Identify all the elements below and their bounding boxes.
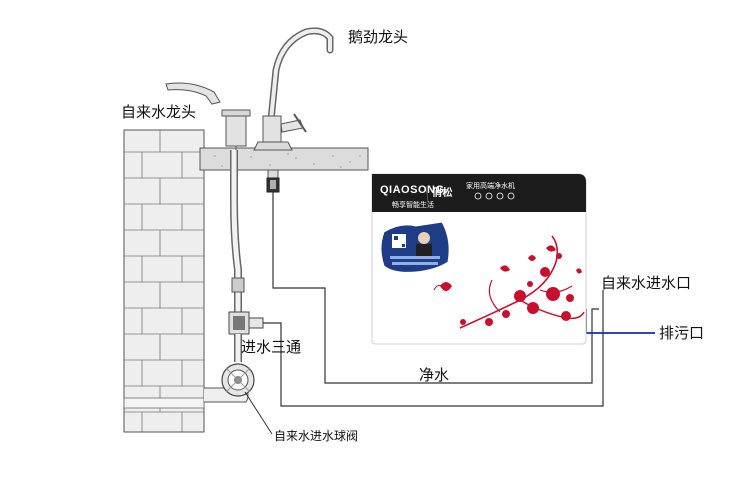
label-tap-water-faucet: 自来水龙头 <box>121 103 197 121</box>
tap-inlet-tube <box>263 290 604 407</box>
brand-name-cn: 俏松 <box>432 188 453 199</box>
quality-badge <box>380 221 450 273</box>
label-inlet-ball-valve: 自来水进水球阀 <box>274 429 359 443</box>
label-drain-outlet: 排污口 <box>659 324 705 342</box>
floral-decoration <box>433 235 585 329</box>
label-tap-water-inlet: 自来水进水口 <box>601 274 692 292</box>
ball-valve-pointer <box>244 391 273 435</box>
gooseneck-faucet <box>253 27 334 151</box>
unit-indicator-icons <box>474 192 515 200</box>
drain-tube <box>585 309 655 334</box>
supply-pipe <box>230 150 245 318</box>
floor <box>123 397 205 433</box>
pure-water-tube <box>272 192 599 384</box>
ball-valve <box>204 363 255 403</box>
product-name: 家用高端净水机 <box>466 182 515 190</box>
tap-water-faucet <box>165 82 251 150</box>
label-inlet-tee: 进水三通 <box>241 338 302 356</box>
label-pure-water: 净水 <box>419 366 450 384</box>
brand-name-en: QIAOSONG <box>380 184 445 196</box>
brand-slogan: 畅享智能生活 <box>392 201 434 209</box>
tubing <box>263 192 604 407</box>
brick-wall <box>123 129 205 433</box>
water-purifier-unit <box>371 173 587 345</box>
inlet-tee <box>228 311 264 362</box>
countertop <box>199 147 369 171</box>
label-gooseneck-faucet: 鹅劲龙头 <box>348 28 409 46</box>
counter-connector <box>266 169 280 193</box>
